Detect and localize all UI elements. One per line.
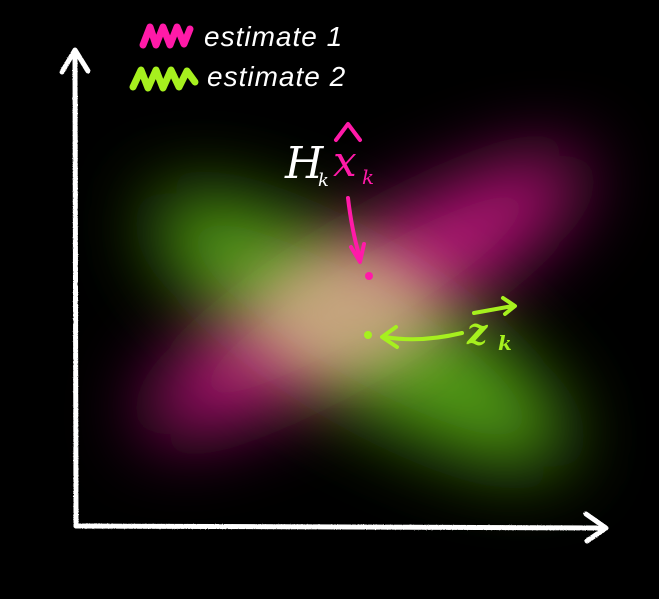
prediction-x: x: [333, 137, 357, 186]
scribble-swatch-icon: [129, 66, 199, 92]
hat-icon: [334, 122, 362, 142]
x-axis: [73, 523, 606, 531]
axes: [59, 47, 609, 544]
y-axis-arrowhead: [59, 47, 91, 75]
overlap-region: [277, 264, 427, 360]
legend-item-estimate-2: estimate 2: [129, 61, 346, 92]
prediction-H: H: [284, 138, 325, 189]
legend-item-estimate-1: estimate 1: [139, 21, 343, 52]
measurement-point: [364, 331, 372, 339]
prediction-x-subscript: k: [362, 165, 374, 189]
measurement-z-subscript: k: [498, 331, 512, 355]
legend: estimate 1 estimate 2: [129, 21, 346, 92]
arrowhead-icon: [349, 242, 366, 264]
measurement-z: z: [466, 311, 489, 353]
measurement-arrow: [380, 325, 464, 349]
arrowhead-icon: [380, 325, 399, 349]
measurement-label: z k: [466, 296, 517, 355]
vector-arrow-icon: [472, 296, 517, 316]
prediction-H-subscript: k: [318, 170, 329, 191]
legend-label-estimate-1: estimate 1: [204, 21, 343, 52]
scribble-swatch-icon: [139, 23, 194, 49]
y-axis: [72, 51, 79, 529]
x-axis-arrowhead: [583, 511, 609, 544]
legend-label-estimate-2: estimate 2: [207, 61, 346, 92]
prediction-point: [365, 272, 373, 280]
prediction-arrow: [346, 196, 366, 264]
prediction-label: H k x k: [284, 122, 374, 191]
